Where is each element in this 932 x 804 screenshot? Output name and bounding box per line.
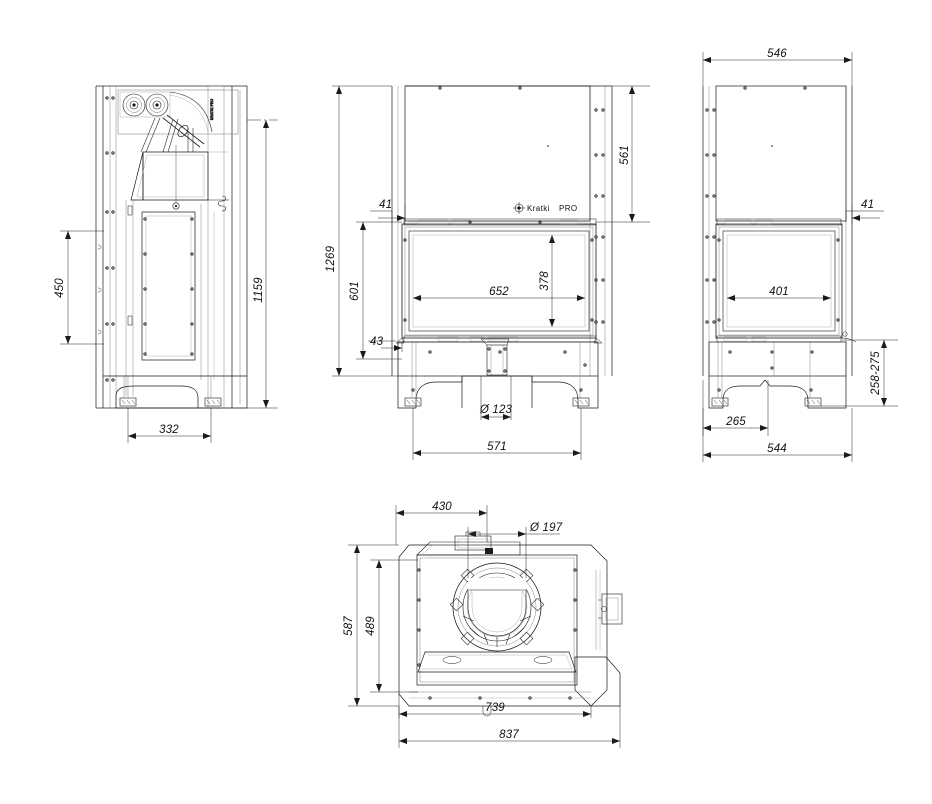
dim-197-label: Ø 197 <box>529 522 563 534</box>
dim-332-label: 332 <box>159 424 179 436</box>
dim-43-label: 43 <box>370 336 384 348</box>
dim-837 <box>398 706 621 748</box>
grate-panel <box>141 211 196 361</box>
dim-430-label: 430 <box>432 501 452 513</box>
spring-element <box>217 195 227 212</box>
dim-332 <box>127 408 212 443</box>
dim-41-front <box>370 205 406 224</box>
dim-739-label: 739 <box>485 702 505 714</box>
dim-450-label: 450 <box>54 278 66 298</box>
dim-43 <box>368 340 403 352</box>
dim-544 <box>702 408 853 462</box>
logo-text: Kratki <box>527 204 550 213</box>
base-assembly <box>103 375 247 409</box>
dim-652-label: 652 <box>489 286 509 298</box>
dim-450 <box>60 230 104 345</box>
dim-587-label: 587 <box>343 616 355 636</box>
dim-1269-label: 1269 <box>325 245 337 272</box>
dim-571-label: 571 <box>487 441 507 453</box>
side-upper-plate <box>715 85 847 222</box>
logo-suffix: PRO <box>559 204 578 213</box>
dim-123-label: Ø 123 <box>479 404 513 416</box>
dim-258-275 <box>821 339 898 407</box>
dim-378-label: 378 <box>539 271 551 291</box>
dim-1269 <box>332 85 398 377</box>
dim-265-label: 265 <box>725 416 746 428</box>
dim-258-275-label: 258-275 <box>870 351 882 396</box>
dim-561-label: 561 <box>619 145 631 165</box>
dim-197 <box>467 527 560 578</box>
dim-41-front-label: 41 <box>379 199 392 211</box>
dim-546 <box>702 52 853 86</box>
dim-837-label: 837 <box>499 729 519 741</box>
flue-collar <box>449 562 545 652</box>
dim-1159-label: 1159 <box>253 277 265 303</box>
dim-401-label: 401 <box>769 286 789 298</box>
top-chamber <box>117 89 239 135</box>
dim-1159 <box>221 119 278 409</box>
plan-view <box>398 531 623 717</box>
front-base <box>397 342 599 409</box>
linkage-mechanism <box>140 114 205 153</box>
dim-489-label: 489 <box>365 616 377 636</box>
dim-546-label: 546 <box>767 48 787 60</box>
dim-41-side-label: 41 <box>861 199 874 211</box>
target-icon <box>513 202 525 214</box>
dim-601-label: 601 <box>349 281 361 301</box>
dim-544-label: 544 <box>767 443 787 455</box>
side-door-frame <box>715 218 857 343</box>
dim-587 <box>348 544 399 707</box>
plan-handle <box>595 570 623 650</box>
dim-41-side <box>845 205 884 224</box>
brand-logo: Kratki PRO <box>513 202 578 214</box>
side-elevation-view <box>702 85 857 409</box>
dim-601 <box>356 221 402 360</box>
dim-123 <box>480 376 512 420</box>
dim-489 <box>370 559 418 693</box>
small-part-label: KRATKI PRO <box>210 98 214 120</box>
dim-571 <box>412 408 582 460</box>
side-base <box>708 342 847 409</box>
side-lower-body <box>708 341 847 377</box>
side-section-view: KRATKI PRO <box>95 85 248 409</box>
dim-561 <box>596 85 650 223</box>
